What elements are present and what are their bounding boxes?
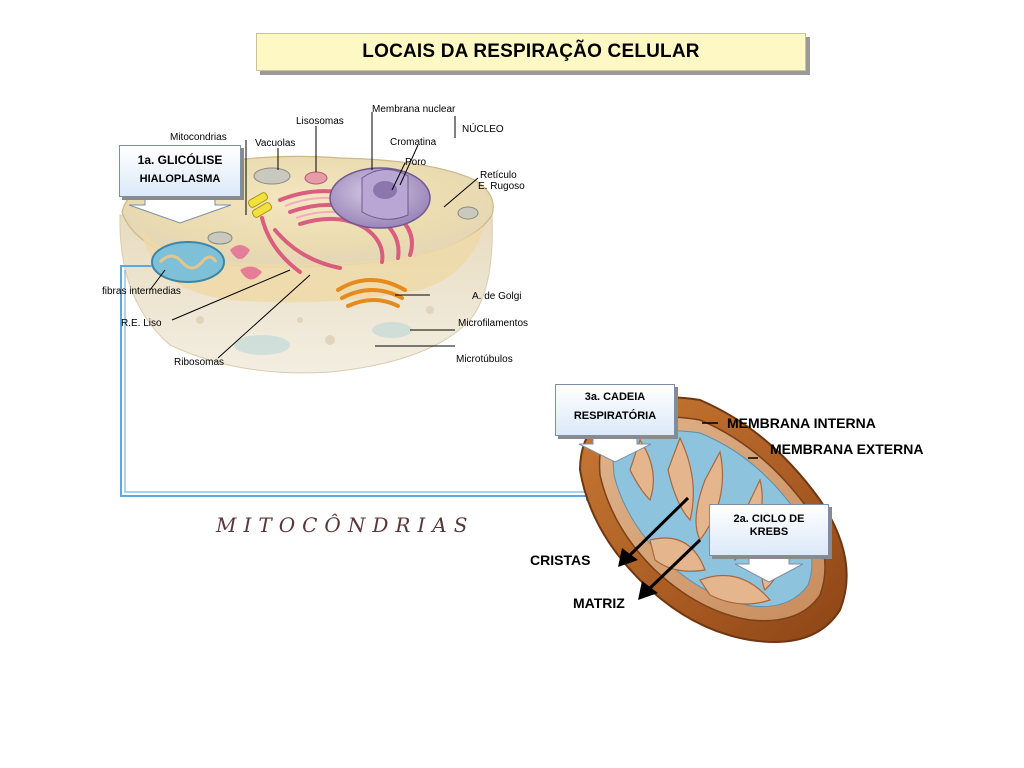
label-microtubulos: Microtúbulos <box>456 354 513 365</box>
label-matriz: MATRIZ <box>573 595 625 611</box>
label-microfilamentos: Microfilamentos <box>458 318 529 329</box>
callout-glicolise-sub: HIALOPLASMA <box>139 173 221 185</box>
mitocondrias-heading: MITOCÔNDRIAS <box>216 513 475 537</box>
label-fibras-intermedias: fibras intermedias <box>102 286 181 297</box>
down-arrow-icon <box>734 555 804 583</box>
callout-krebs-box: 2a. CICLO DE KREBS <box>709 504 829 556</box>
callout-cadeia-title: 3a. CADEIA <box>584 391 646 403</box>
label-membrana-nuclear: Membrana nuclear <box>372 104 456 115</box>
callout-krebs-title: 2a. CICLO DE <box>733 513 805 525</box>
label-cromatina: Cromatina <box>390 137 437 148</box>
label-cristas: CRISTAS <box>530 552 591 568</box>
animal-cell-illustration <box>119 112 494 374</box>
label-ribosomas: Ribosomas <box>174 357 225 368</box>
label-re-liso: R.E. Liso <box>121 318 162 329</box>
label-e-rugoso: E. Rugoso <box>478 181 525 192</box>
down-arrow-icon <box>578 435 652 463</box>
callout-glicolise-box: 1a. GLICÓLISE HIALOPLASMA <box>119 145 241 197</box>
callout-cadeia-sub: RESPIRATÓRIA <box>573 410 657 422</box>
label-poro: Poro <box>405 157 427 168</box>
label-mitocondrias: Mitocondrias <box>170 132 227 143</box>
label-reticulo: Retículo <box>480 170 517 181</box>
label-vacuolas: Vacuolas <box>255 138 296 149</box>
label-membrana-interna: MEMBRANA INTERNA <box>727 415 876 431</box>
label-membrana-externa: MEMBRANA EXTERNA <box>770 441 924 457</box>
callout-glicolise-title: 1a. GLICÓLISE <box>137 153 223 167</box>
label-lisosomas: Lisosomas <box>296 116 344 127</box>
page-title: LOCAIS DA RESPIRAÇÃO CELULAR <box>256 33 806 71</box>
label-golgi: A. de Golgi <box>472 291 522 302</box>
callout-krebs-sub: KREBS <box>749 526 789 538</box>
label-nucleo: NÚCLEO <box>462 124 504 135</box>
callout-cadeia-box: 3a. CADEIA RESPIRATÓRIA <box>555 384 675 436</box>
